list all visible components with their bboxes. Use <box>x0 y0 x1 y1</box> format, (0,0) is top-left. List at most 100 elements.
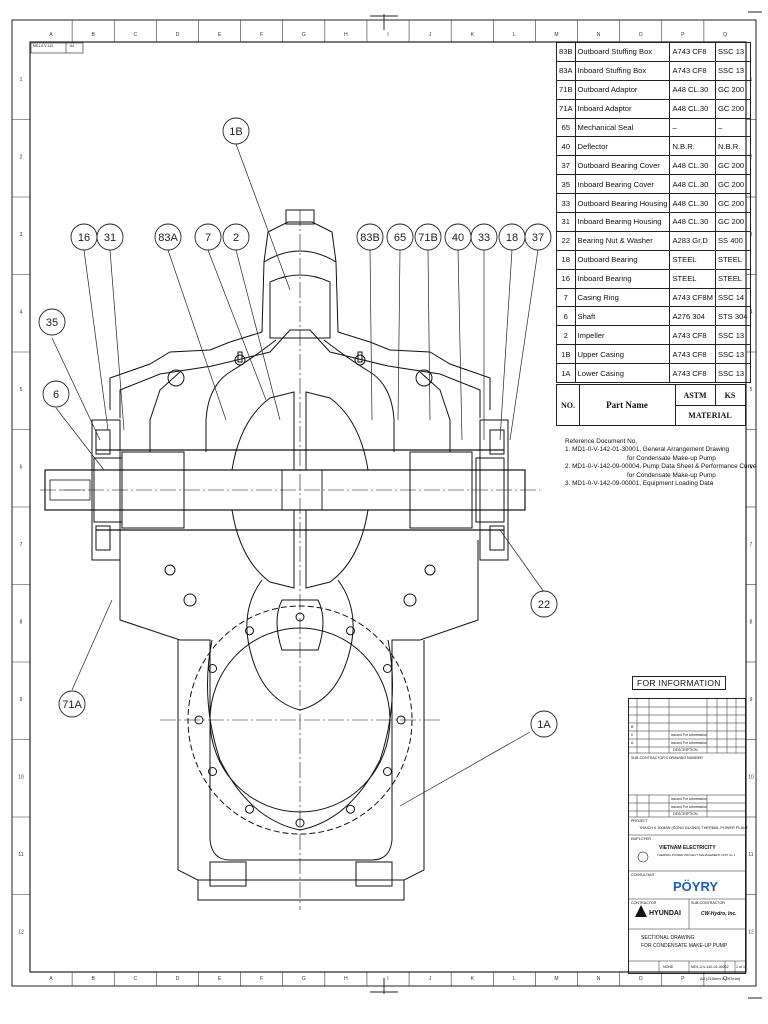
balloon-label: 1A <box>537 719 551 731</box>
parts-cell-name: Inboard Stuffing Box <box>574 60 671 81</box>
grid-row-label: 4 <box>750 309 753 315</box>
parts-cell-ks: – <box>714 117 751 138</box>
parts-cell-name: Outboard Bearing Cover <box>574 155 671 176</box>
owner-subtitle: THERMAL POWER PROJECT MANAGEMENT UNIT No… <box>657 853 736 857</box>
parts-cell-ks: GC 200 <box>714 212 751 232</box>
grid-column-label: A <box>49 32 53 38</box>
grid-column-label: H <box>344 32 348 38</box>
reference-item: 3. MD1-0-V-142-09-00001, Equipment Loadi… <box>565 480 714 488</box>
balloon-label: 33 <box>478 232 490 244</box>
description-header: DESCRIPTION <box>673 748 698 752</box>
grid-row-label: 10 <box>18 774 24 780</box>
project-name: THAICH II 300MW (SONG DUONG) THERMAL POW… <box>639 826 749 830</box>
balloon-label: 71A <box>62 699 82 711</box>
parts-cell-no: 18 <box>556 249 576 270</box>
balloon-label: 35 <box>46 317 58 329</box>
parts-cell-name: Outboard Adaptor <box>574 79 671 100</box>
balloon-label: 71B <box>418 232 438 244</box>
reference-title: Reference Document No. <box>565 438 638 445</box>
employer-label: EMPLOYER <box>631 837 651 841</box>
parts-cell-no: 1A <box>556 363 576 384</box>
grid-row-label: 1 <box>750 77 753 83</box>
balloon-6: 6 <box>42 380 70 408</box>
grid-column-label: I <box>387 32 388 38</box>
balloon-65: 65 <box>386 223 414 251</box>
parts-cell-name: Inboard Bearing Housing <box>574 212 671 232</box>
balloon-label: 7 <box>205 232 211 244</box>
parts-cell-astm: A276 304 <box>669 306 716 327</box>
grid-row-label: 11 <box>18 852 23 858</box>
grid-row-label: 5 <box>750 387 753 393</box>
grid-row-label: 3 <box>750 232 753 238</box>
grid-column-label: P <box>681 32 685 38</box>
consultant-logo: PÖYRY <box>673 879 719 894</box>
flange-bolt <box>208 664 218 673</box>
drawing-title-line2: FOR CONDENSATE MAKE-UP PUMP <box>641 943 728 949</box>
flange-bolt <box>295 612 305 622</box>
parts-cell-ks: STEEL <box>714 249 751 270</box>
parts-cell-name: Lower Casing <box>574 363 671 384</box>
grid-column-label: N <box>597 32 601 38</box>
sheet-number: 1 of 1 <box>736 965 745 969</box>
grid-column-label: M <box>554 32 558 38</box>
parts-cell-astm: A48 CL.30 <box>669 98 716 119</box>
parts-cell-astm: – <box>669 117 716 138</box>
parts-cell-astm: A48 CL.30 <box>669 155 716 176</box>
grid-row-label: 9 <box>20 697 23 703</box>
rev-letter: A <box>631 741 634 745</box>
reference-item: for Condensate Make-up Pump <box>627 454 716 462</box>
grid-column-label: L <box>513 32 516 38</box>
contractor-logo: HYUNDAI <box>649 910 681 917</box>
grid-row-label: 10 <box>748 774 754 780</box>
parts-cell-ks: SS 400 <box>714 230 751 251</box>
grid-column-label: F <box>260 976 263 982</box>
grid-column-label: K <box>471 32 475 38</box>
parts-cell-ks: GC 200 <box>714 98 751 119</box>
parts-cell-ks: GC 200 <box>714 79 751 100</box>
grid-row-label: 5 <box>20 387 23 393</box>
parts-cell-no: 33 <box>556 193 576 214</box>
balloon-label: 6 <box>53 389 59 401</box>
flange-bolt <box>382 767 392 776</box>
grid-column-label: D <box>176 976 180 982</box>
flange-bolt <box>208 767 218 776</box>
parts-cell-astm: A743 CF8 <box>669 60 716 81</box>
parts-cell-ks: GC 200 <box>714 193 751 214</box>
balloon-83a: 83A <box>154 223 182 251</box>
parts-cell-name: Inboard Adaptor <box>574 98 671 119</box>
parts-cell-name: Bearing Nut & Washer <box>574 230 671 251</box>
corner-drawing-rev: A4 <box>70 44 75 48</box>
grid-row-label: 8 <box>20 619 23 625</box>
grid-column-label: Q <box>723 976 727 982</box>
balloon-label: 31 <box>104 232 116 244</box>
balloon-1a: 1A <box>530 710 558 738</box>
grid-column-label: J <box>429 32 432 38</box>
parts-cell-ks: GC 200 <box>714 174 751 195</box>
drawing-title-line1: SECTIONAL DRAWING <box>641 935 695 941</box>
header-ks: KS <box>715 385 745 406</box>
for-information-stamp: FOR INFORMATION <box>632 676 726 690</box>
project-label: PROJECT <box>631 819 648 823</box>
grid-column-label: E <box>218 32 222 38</box>
grid-column-label: G <box>302 976 306 982</box>
grid-column-label: H <box>344 976 348 982</box>
revision-description: Issued For Information <box>671 797 707 801</box>
parts-cell-no: 22 <box>556 230 576 251</box>
consultant-label: CONSULTANT <box>631 873 655 877</box>
parts-cell-name: Shaft <box>574 306 671 327</box>
grid-row-label: 2 <box>750 154 753 160</box>
balloon-label: 22 <box>538 599 550 611</box>
parts-cell-no: 35 <box>556 174 576 195</box>
grid-column-label: N <box>597 976 601 982</box>
rev-letter: 0 <box>631 733 633 737</box>
parts-cell-astm: A48 CL.30 <box>669 174 716 195</box>
